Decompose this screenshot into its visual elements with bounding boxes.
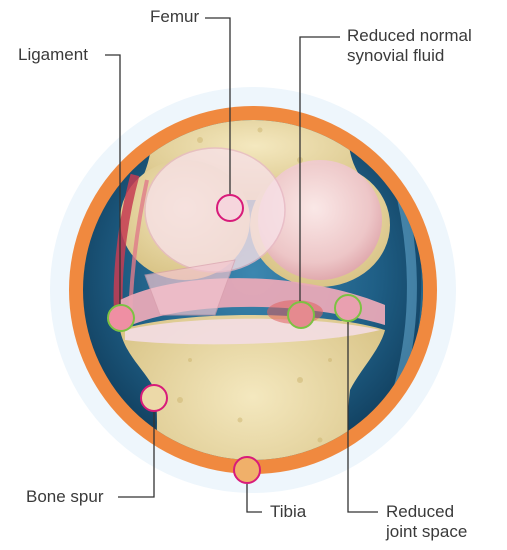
joint-space-marker bbox=[335, 295, 361, 321]
bone-spur-marker bbox=[141, 385, 167, 411]
patella bbox=[145, 148, 285, 272]
tibia-marker bbox=[234, 457, 260, 483]
label-femur: Femur bbox=[150, 7, 199, 27]
label-joint-line1: Reduced bbox=[386, 502, 454, 522]
label-ligament: Ligament bbox=[18, 45, 88, 65]
label-joint-line2: joint space bbox=[386, 522, 467, 542]
label-bone-spur: Bone spur bbox=[26, 487, 104, 507]
femur-marker bbox=[217, 195, 243, 221]
label-synovial-line2: synovial fluid bbox=[347, 46, 444, 66]
label-tibia: Tibia bbox=[270, 502, 306, 522]
label-synovial-line1: Reduced normal bbox=[347, 26, 472, 46]
synovial-marker bbox=[288, 302, 314, 328]
ligament-marker bbox=[108, 305, 134, 331]
